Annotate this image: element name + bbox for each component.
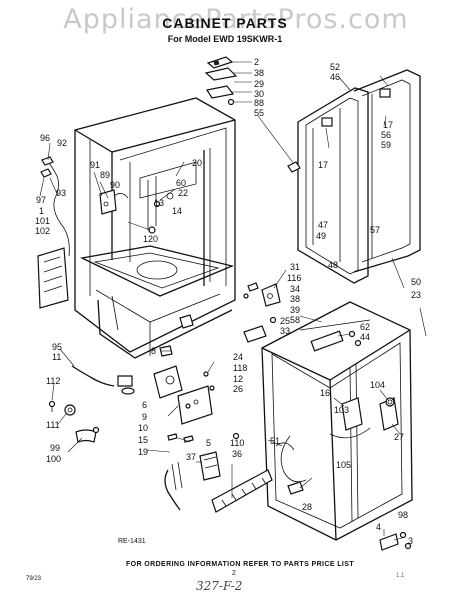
top-hinge-assembly	[204, 56, 238, 106]
part-label-88: 88	[254, 98, 264, 108]
part-label-120: 120	[143, 234, 158, 244]
part-label-48: 48	[328, 260, 338, 270]
part-label-30: 30	[254, 89, 264, 99]
part-label-28: 28	[302, 502, 312, 512]
part-label-105: 105	[336, 460, 351, 470]
part-label-24: 24	[233, 352, 243, 362]
part-label-13: 13	[154, 198, 164, 208]
part-label-97: 97	[36, 195, 46, 205]
part-label-31: 31	[290, 262, 300, 272]
corner-mark: 1.1	[396, 573, 405, 579]
part-label-116: 116	[287, 273, 301, 283]
part-label-20: 20	[192, 158, 202, 168]
part-label-62: 62	[360, 322, 370, 332]
part-label-25: 25	[280, 316, 290, 326]
part-label-56: 56	[381, 130, 391, 140]
part-label-51: 51	[270, 436, 280, 446]
page-number: 2	[232, 570, 236, 577]
part-number-labels: 2 38 29 30 88 55 52 46 17 56 59 17 47 49…	[35, 57, 421, 546]
part-label-19: 19	[138, 447, 148, 457]
part-label-55: 55	[254, 108, 264, 118]
part-label-15: 15	[138, 435, 148, 445]
part-label-92: 92	[57, 138, 67, 148]
part-label-118: 118	[233, 363, 247, 373]
drawing-reference: RE-1431	[118, 538, 146, 545]
part-label-104: 104	[370, 380, 385, 390]
part-label-26: 26	[233, 384, 243, 394]
part-label-95: 95	[52, 342, 62, 352]
part-label-98: 98	[398, 510, 408, 520]
part-label-9: 9	[142, 412, 147, 422]
part-label-29: 29	[254, 79, 264, 89]
part-label-22: 22	[178, 188, 188, 198]
part-label-14: 14	[172, 206, 182, 216]
ordering-note: FOR ORDERING INFORMATION REFER TO PARTS …	[125, 561, 355, 568]
freezer-door-panel-left	[297, 87, 369, 284]
part-label-4: 4	[376, 522, 381, 532]
part-label-17: 17	[318, 160, 328, 170]
part-label-49: 49	[316, 231, 326, 241]
part-label-38: 38	[290, 294, 300, 304]
part-label-3: 3	[408, 536, 413, 546]
part-label-50: 50	[411, 277, 421, 287]
part-label-93: 93	[56, 188, 66, 198]
part-label-39: 39	[290, 305, 300, 315]
part-label-37: 37	[186, 452, 196, 462]
part-label-23: 23	[411, 290, 421, 300]
part-label-8: 8	[151, 346, 156, 356]
part-label-57: 57	[370, 225, 380, 235]
corner-code: 79/23	[26, 576, 42, 582]
handwritten-note: 327-F-2	[196, 579, 243, 593]
part-label-101: 101	[35, 216, 50, 226]
center-hinge-assembly	[179, 282, 281, 343]
part-label-10: 10	[138, 423, 148, 433]
part-label-60: 60	[176, 178, 186, 188]
part-label-17: 17	[383, 120, 393, 130]
part-label-90: 90	[110, 180, 120, 190]
part-label-91: 91	[90, 160, 100, 170]
part-label-2: 2	[254, 57, 259, 67]
part-label-34: 34	[290, 284, 300, 294]
part-label-5: 5	[206, 438, 211, 448]
part-label-38: 38	[254, 68, 264, 78]
lower-left-parts	[48, 345, 173, 443]
part-label-58: 58	[290, 315, 300, 325]
part-label-89: 89	[100, 170, 110, 180]
part-label-36: 36	[232, 449, 242, 459]
part-label-99: 99	[50, 443, 60, 453]
part-label-47: 47	[318, 220, 328, 230]
part-label-102: 102	[35, 226, 50, 236]
watermark: AppliancePartsPros.com	[63, 4, 409, 35]
fresh-food-cabinet	[261, 301, 413, 551]
part-label-111: 111	[46, 420, 60, 430]
freezer-cabinet	[74, 97, 236, 359]
part-label-103: 103	[334, 405, 349, 415]
part-label-16: 16	[320, 388, 330, 398]
part-label-112: 112	[46, 376, 60, 386]
part-label-59: 59	[381, 140, 391, 150]
freezer-door-panel-right	[353, 69, 421, 273]
part-label-33: 33	[280, 326, 290, 336]
diagram-title: CABINET PARTS	[162, 15, 288, 31]
leader-lines	[39, 61, 427, 541]
center-components	[153, 365, 273, 513]
part-label-44: 44	[360, 332, 370, 342]
part-label-6: 6	[142, 400, 147, 410]
part-label-52: 52	[330, 62, 340, 72]
part-label-27: 27	[394, 432, 404, 442]
part-label-96: 96	[40, 133, 50, 143]
part-label-100: 100	[46, 454, 61, 464]
part-label-46: 46	[330, 72, 340, 82]
left-wiring-parts	[37, 156, 129, 309]
part-label-1: 1	[39, 206, 44, 216]
part-label-110: 110	[230, 438, 244, 448]
part-label-12: 12	[233, 374, 243, 384]
diagram-subtitle: For Model EWD 19SKWR-1	[167, 34, 283, 44]
part-label-11: 11	[52, 352, 61, 362]
